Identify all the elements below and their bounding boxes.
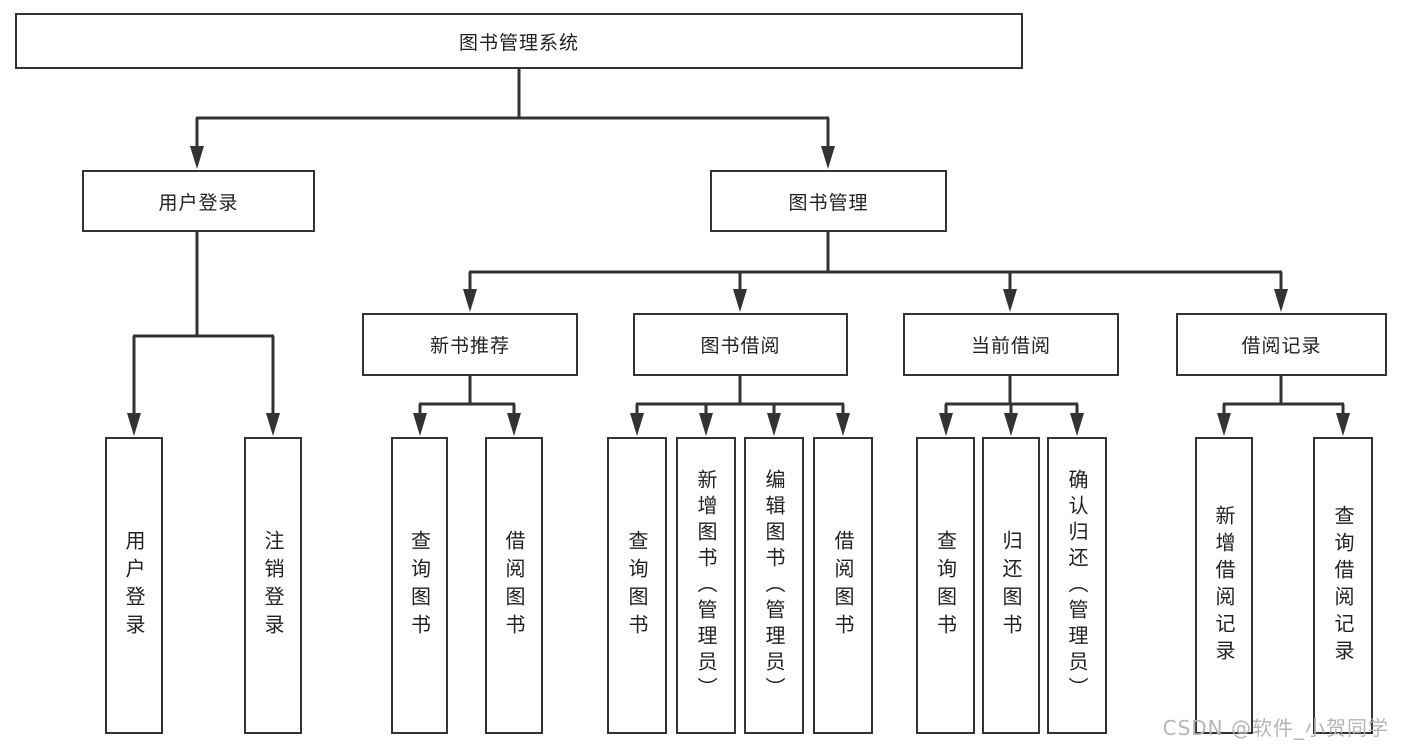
node-borrow-query-books: 查询图书: [607, 437, 667, 734]
node-borrow-borrow-books: 借阅图书: [813, 437, 873, 734]
node-user-login-group: 用户登录: [82, 170, 315, 232]
node-borrow-edit-books-label: 编辑图书（管理员）: [762, 468, 786, 703]
node-borrow-borrow-books-label: 借阅图书: [831, 529, 855, 642]
node-user-login-label: 用户登录: [122, 529, 146, 642]
node-current-query-books: 查询图书: [916, 437, 975, 734]
node-borrow-add-books: 新增图书（管理员）: [676, 437, 736, 734]
node-records-add-record: 新增借阅记录: [1195, 437, 1253, 734]
node-borrow-edit-books: 编辑图书（管理员）: [744, 437, 804, 734]
node-rec-borrow-books: 借阅图书: [485, 437, 543, 734]
node-user-login: 用户登录: [105, 437, 163, 734]
node-current-confirm-return-label: 确认归还（管理员）: [1065, 468, 1089, 703]
node-logout-login-label: 注销登录: [261, 529, 285, 642]
node-records-add-record-label: 新增借阅记录: [1212, 504, 1236, 667]
arrowheads: [127, 146, 1350, 436]
node-logout-login: 注销登录: [244, 437, 302, 734]
csdn-watermark: CSDN @软件_小贺同学: [1162, 716, 1389, 740]
node-root: 图书管理系统: [15, 13, 1023, 69]
node-book-management: 图书管理: [710, 170, 947, 232]
node-records-query-record-label: 查询借阅记录: [1331, 504, 1355, 667]
node-rec-query-books: 查询图书: [391, 437, 448, 734]
node-records-query-record: 查询借阅记录: [1313, 437, 1373, 734]
node-current-query-books-label: 查询图书: [933, 529, 958, 642]
node-new-book-recommend: 新书推荐: [362, 313, 578, 376]
node-current-borrowing: 当前借阅: [903, 313, 1119, 376]
node-borrowing-records: 借阅记录: [1176, 313, 1387, 376]
node-rec-query-books-label: 查询图书: [407, 529, 432, 642]
node-borrow-query-books-label: 查询图书: [625, 529, 649, 642]
node-rec-borrow-books-label: 借阅图书: [502, 529, 526, 642]
node-book-borrowing: 图书借阅: [633, 313, 848, 376]
node-borrow-add-books-label: 新增图书（管理员）: [694, 468, 718, 703]
node-current-confirm-return: 确认归还（管理员）: [1047, 437, 1107, 734]
node-current-return-books: 归还图书: [982, 437, 1040, 734]
node-current-return-books-label: 归还图书: [999, 529, 1023, 642]
